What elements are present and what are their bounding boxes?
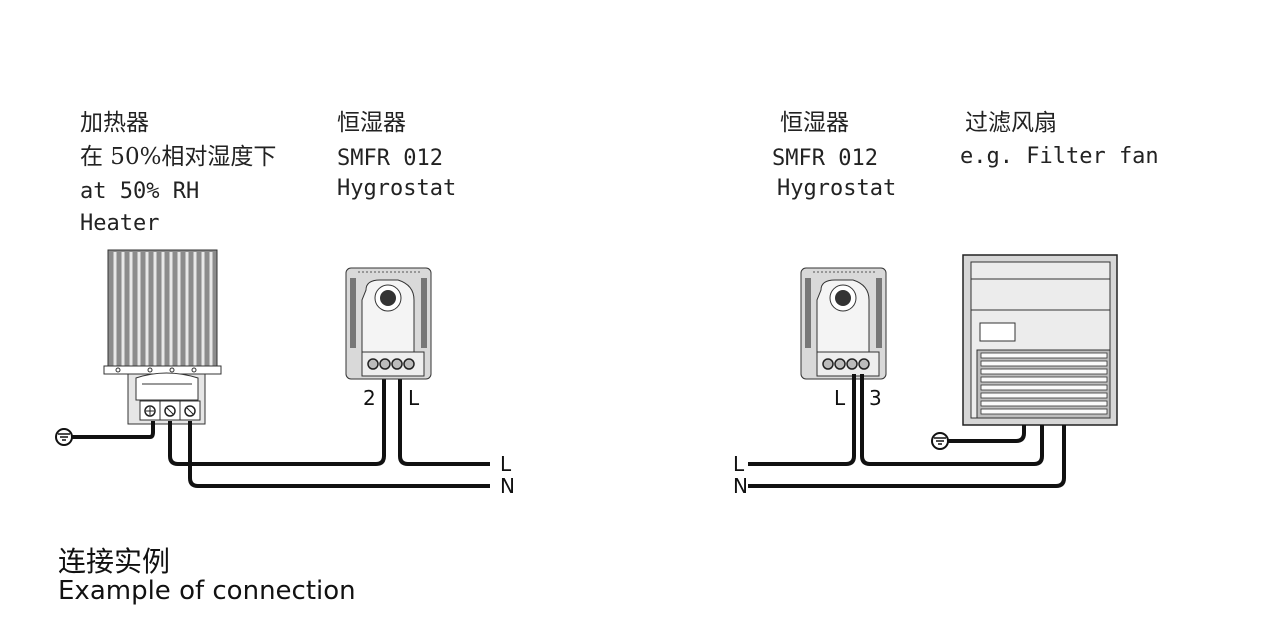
- line-label-l: L: [733, 452, 745, 476]
- hygrostat-icon: [345, 267, 432, 380]
- line-label-n: N: [500, 474, 515, 498]
- ground-icon: [55, 428, 73, 446]
- terminal-label: 3: [869, 386, 882, 410]
- right-wires: [748, 374, 1066, 488]
- hygrostat-name-en: Hygrostat: [337, 176, 457, 201]
- ground-icon: [931, 432, 949, 450]
- hygrostat-model: SMFR 012: [772, 146, 878, 171]
- footer-title-cn: 连接实例: [58, 545, 171, 578]
- hygrostat-model: SMFR 012: [337, 146, 443, 171]
- terminal-label: L: [408, 386, 420, 410]
- line-label-l: L: [500, 452, 512, 476]
- filter-fan-icon: [962, 254, 1118, 426]
- heater-icon: [103, 249, 222, 425]
- terminal-label: 2: [363, 386, 376, 410]
- terminal-label: L: [834, 386, 846, 410]
- hygrostat-icon: [800, 267, 887, 380]
- hygrostat-name-en: Hygrostat: [777, 176, 897, 201]
- footer-title-en: Example of connection: [58, 576, 356, 606]
- hygrostat-title-cn: 恒湿器: [780, 110, 849, 136]
- heater-subtitle-cn: 在 50%相对湿度下: [80, 144, 277, 170]
- heater-subtitle-en: at 50% RH: [80, 179, 200, 204]
- heater-name-en: Heater: [80, 211, 160, 236]
- fan-name-en: e.g. Filter fan: [960, 144, 1159, 169]
- left-wires: [72, 374, 490, 488]
- heater-title-cn: 加热器: [80, 110, 149, 136]
- fan-title-cn: 过滤风扇: [965, 110, 1057, 136]
- hygrostat-title-cn: 恒湿器: [337, 110, 406, 136]
- line-label-n: N: [733, 474, 748, 498]
